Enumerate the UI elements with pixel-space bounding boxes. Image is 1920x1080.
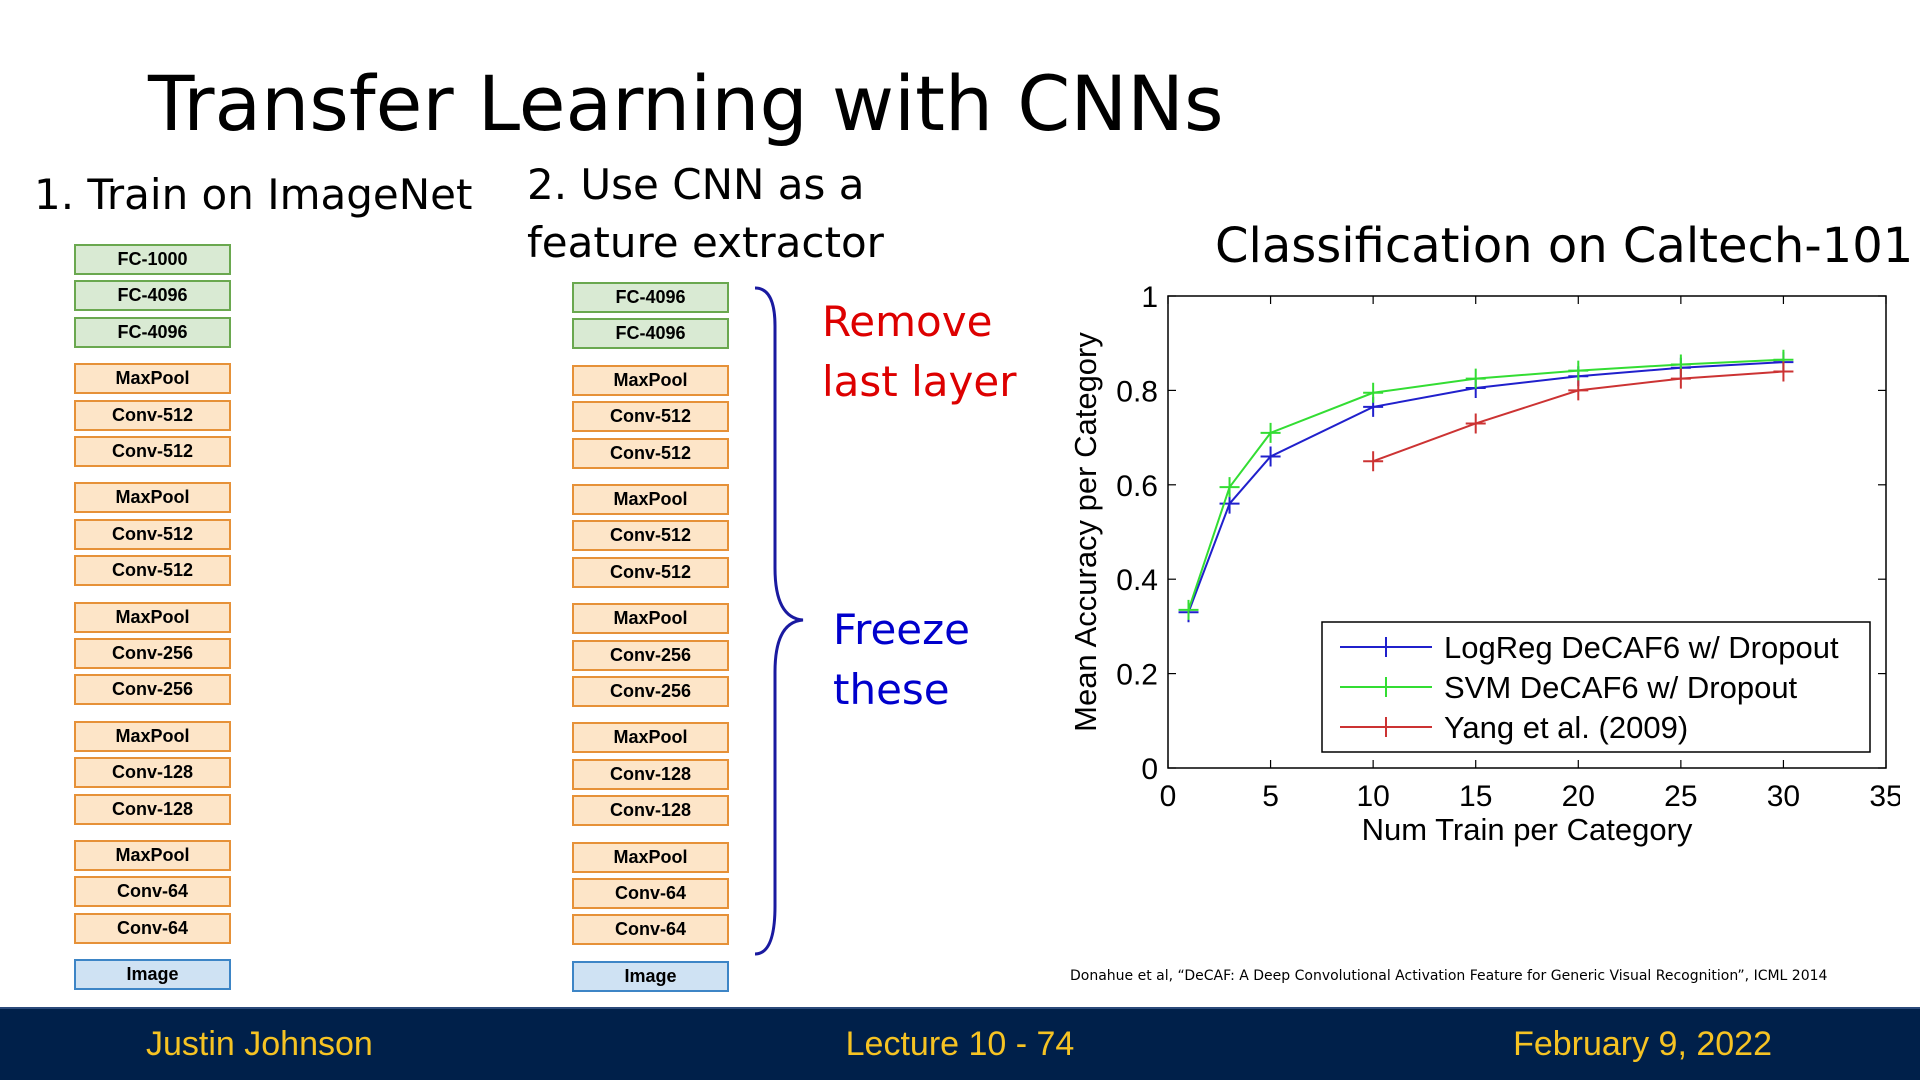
layer-conv-512: Conv-512 [572,520,729,552]
x-tick-label: 30 [1767,780,1800,813]
y-tick-label: 0.8 [1116,375,1158,408]
data-point [1773,361,1794,382]
freeze-line1: Freeze [833,605,971,654]
layer-maxpool: MaxPool [74,601,231,633]
data-point [1568,380,1589,401]
y-tick-label: 0 [1141,753,1158,786]
step2-heading: 2. Use CNN as a feature extractor [527,156,884,272]
legend-label: Yang et al. (2009) [1444,710,1688,745]
layer-conv-512: Conv-512 [74,555,231,587]
y-tick-label: 0.2 [1116,659,1158,692]
layer-maxpool: MaxPool [74,363,231,395]
layer-conv-64: Conv-64 [74,876,231,908]
layer-image: Image [74,959,231,991]
layer-conv-128: Conv-128 [74,757,231,789]
plot-frame [1167,295,1887,769]
legend-label: SVM DeCAF6 w/ Dropout [1444,670,1798,705]
layer-conv-512: Conv-512 [572,556,729,588]
x-tick-label: 15 [1459,780,1492,813]
freeze-line2: these [833,665,950,714]
layer-maxpool: MaxPool [74,482,231,514]
layer-conv-128: Conv-128 [572,758,729,790]
freeze-these-note: Freeze these [833,600,970,720]
layer-conv-128: Conv-128 [74,793,231,825]
x-tick-label: 10 [1356,780,1389,813]
data-point [1568,360,1589,381]
series-line [1187,361,1784,613]
layer-fc-4096: FC-4096 [74,316,231,348]
y-axis-label: Mean Accuracy per Category [1068,332,1103,732]
layer-conv-512: Conv-512 [572,401,729,433]
layer-maxpool: MaxPool [572,364,729,396]
layer-conv-512: Conv-512 [74,399,231,431]
x-tick-label: 35 [1869,780,1900,813]
footer-date: February 9, 2022 [1513,1025,1772,1063]
data-point [1260,446,1281,467]
layer-image: Image [572,960,729,992]
x-tick-label: 20 [1562,780,1595,813]
remove-brace [754,286,804,956]
data-point [1260,422,1281,443]
data-point [1219,477,1240,498]
layer-conv-256: Conv-256 [74,674,231,706]
data-point [1363,451,1384,472]
x-axis-label: Num Train per Category [1362,812,1693,847]
remove-line2: last layer [822,357,1017,406]
data-point [1465,413,1486,434]
remove-line1: Remove [822,297,993,346]
slide-title: Transfer Learning with CNNs [148,59,1224,148]
y-tick-label: 0.6 [1116,470,1158,503]
data-point [1465,368,1486,389]
x-tick-label: 5 [1262,780,1279,813]
remove-last-layer-note: Remove last layer [822,292,1016,412]
x-tick-label: 25 [1664,780,1697,813]
layer-fc-4096: FC-4096 [572,318,729,350]
layer-conv-64: Conv-64 [74,912,231,944]
layer-conv-128: Conv-128 [572,795,729,827]
layer-maxpool: MaxPool [572,484,729,515]
step2-line2: feature extractor [527,218,884,267]
layer-conv-512: Conv-512 [74,518,231,550]
layer-fc-1000: FC-1000 [74,244,231,275]
layer-conv-64: Conv-64 [572,878,729,909]
layer-conv-512: Conv-512 [572,437,729,469]
y-tick-label: 0.4 [1116,564,1158,597]
step2-line1: 2. Use CNN as a [527,160,865,209]
layer-conv-64: Conv-64 [572,914,729,946]
layer-maxpool: MaxPool [572,841,729,873]
brace-shapes [754,286,804,956]
data-point [1670,368,1691,389]
layer-maxpool: MaxPool [572,603,729,635]
step1-heading: 1. Train on ImageNet [34,170,473,219]
series-line [1187,358,1784,611]
chart-title: Classification on Caltech-101 [1215,218,1914,274]
y-tick-label: 1 [1141,281,1158,314]
layer-fc-4096: FC-4096 [572,282,729,313]
layer-fc-4096: FC-4096 [74,280,231,312]
footer-bar: Justin Johnson Lecture 10 - 74 February … [0,1007,1920,1080]
layer-conv-256: Conv-256 [74,638,231,669]
layer-conv-256: Conv-256 [572,639,729,671]
layer-maxpool: MaxPool [74,720,231,752]
data-point [1363,382,1384,403]
footer-author: Justin Johnson [146,1025,373,1063]
x-tick-label: 0 [1160,780,1177,813]
legend-label: LogReg DeCAF6 w/ Dropout [1444,630,1839,665]
layer-maxpool: MaxPool [74,840,231,871]
layer-conv-512: Conv-512 [74,436,231,467]
layer-maxpool: MaxPool [572,722,729,754]
citation: Donahue et al, “DeCAF: A Deep Convolutio… [1070,968,1828,984]
footer-lecture: Lecture 10 - 74 [845,1025,1075,1063]
data-point [1178,599,1199,620]
layer-conv-256: Conv-256 [572,676,729,707]
